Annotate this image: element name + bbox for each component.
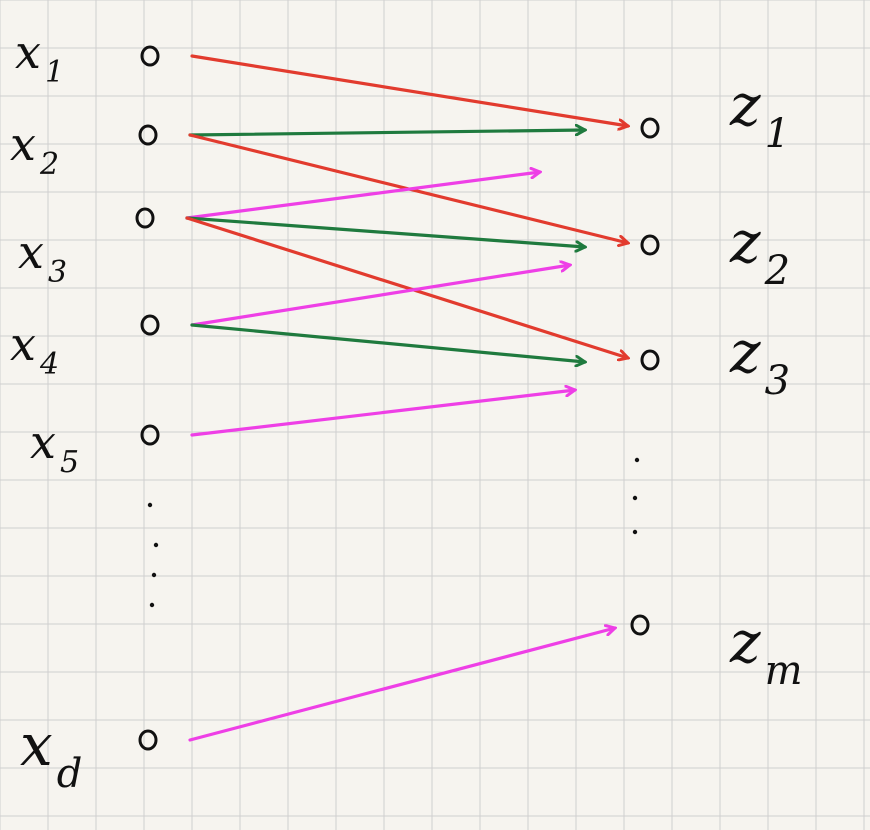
edge-x4-z2: [190, 265, 570, 327]
ellipsis-dot: [634, 457, 640, 463]
edge-x4-z3: [190, 323, 585, 362]
edge-x3-z3: [185, 216, 628, 358]
ellipsis-dot: [151, 572, 157, 578]
node-z1: [640, 117, 660, 139]
node-z3: [640, 349, 660, 371]
edge-x2-z1: [188, 130, 585, 137]
node-z2: [640, 234, 660, 256]
node-x1: [140, 45, 160, 67]
edge-x5-z3: [190, 390, 575, 437]
node-x2: [138, 124, 158, 146]
node-x3: [135, 207, 155, 229]
ellipsis-dots: [147, 457, 640, 608]
ellipsis-dot: [153, 542, 159, 548]
node-x4: [140, 314, 160, 336]
ellipsis-dot: [632, 529, 638, 535]
nodes-layer: [135, 45, 660, 751]
ellipsis-dot: [147, 502, 153, 508]
edges-layer: [185, 54, 628, 742]
node-xd: [138, 729, 158, 751]
ellipsis-dot: [149, 602, 155, 608]
edge-x3-z2: [185, 216, 585, 247]
edge-x1-z1: [190, 54, 628, 126]
edge-xd-zm: [188, 628, 615, 742]
node-zm: [630, 614, 650, 636]
edge-x3-z1: [185, 172, 540, 220]
node-x5: [140, 424, 160, 446]
ellipsis-dot: [632, 495, 638, 501]
